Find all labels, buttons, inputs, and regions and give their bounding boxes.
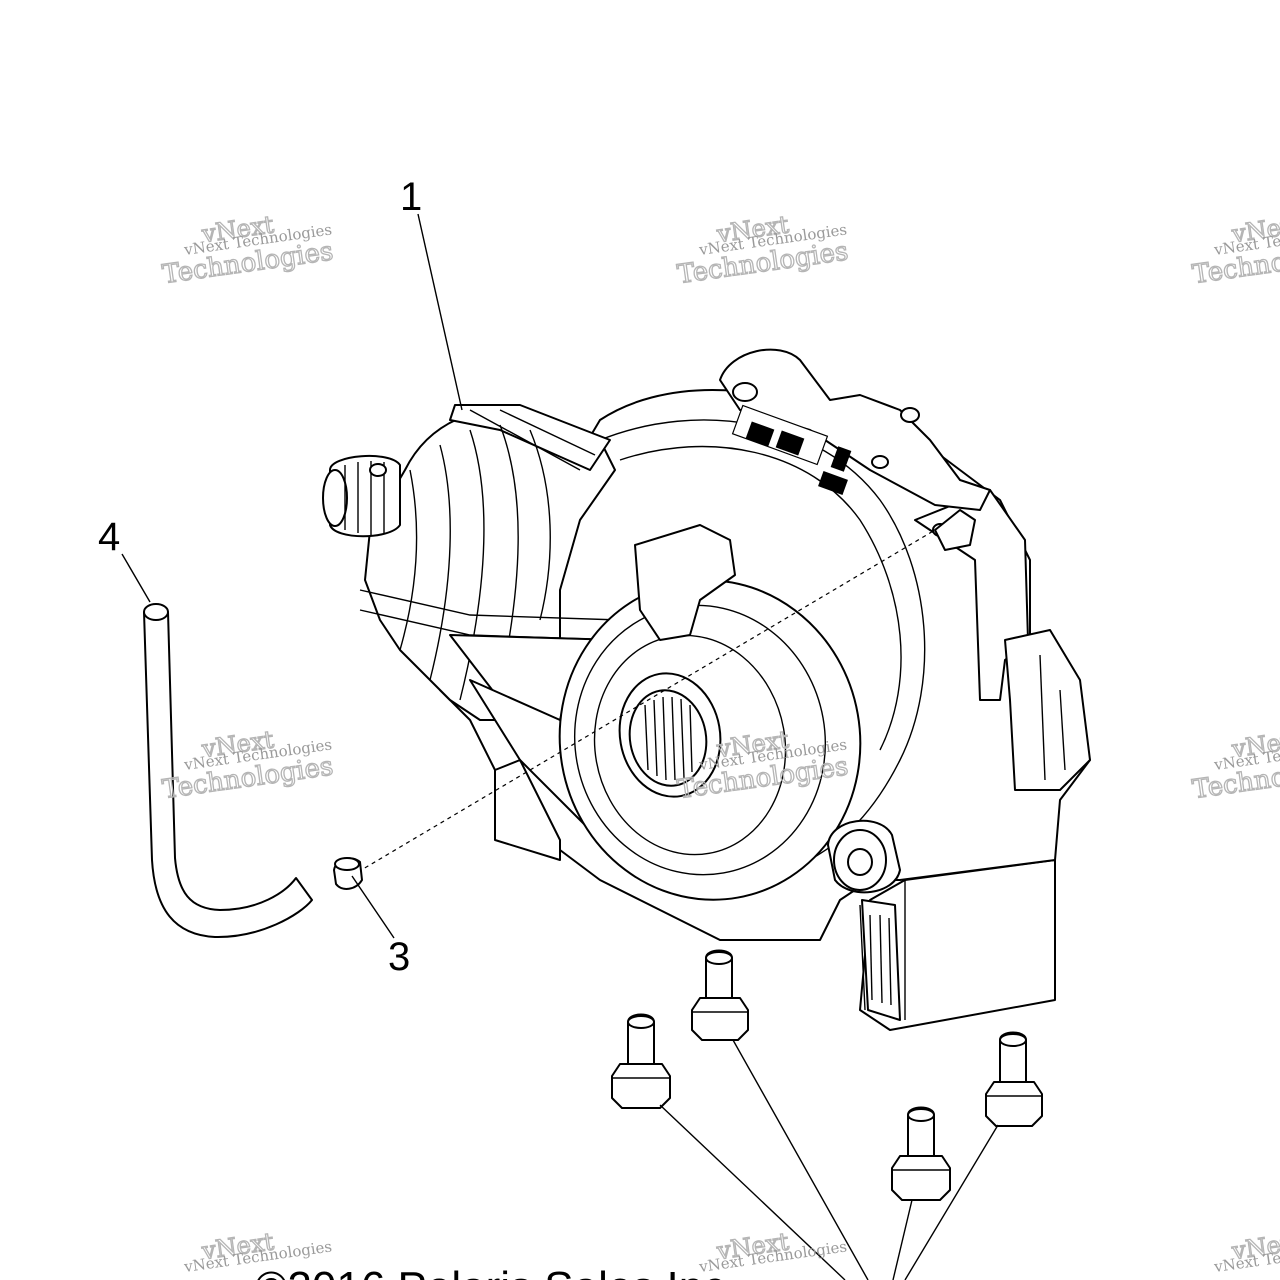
callout-3: 3	[388, 935, 410, 979]
leader-lines	[121, 213, 999, 1280]
vent-hose-illustration	[143, 603, 313, 939]
copyright-footer: ©2016 Polaris Sales Inc.	[255, 1263, 737, 1280]
callout-4: 4	[98, 515, 120, 559]
watermark-tile-6: vNext vNext Technologies Technologies	[1190, 725, 1280, 806]
callout-1: 1	[400, 175, 422, 219]
watermark-tile-1: vNext vNext Technologies Technologies	[160, 210, 336, 291]
label-plate	[731, 404, 852, 495]
flange-bolt-illustration	[611, 949, 1043, 1201]
watermark-tile-2: vNext vNext Technologies Technologies	[675, 210, 851, 291]
gearcase-illustration	[322, 348, 1091, 1031]
watermark-tile-9: vNext vNext Technologies	[1212, 1227, 1280, 1276]
watermark-tile-4: vNext vNext Technologies Technologies	[160, 725, 336, 806]
watermark-tile-3: vNext vNext Technologies Technologies	[1190, 210, 1280, 291]
